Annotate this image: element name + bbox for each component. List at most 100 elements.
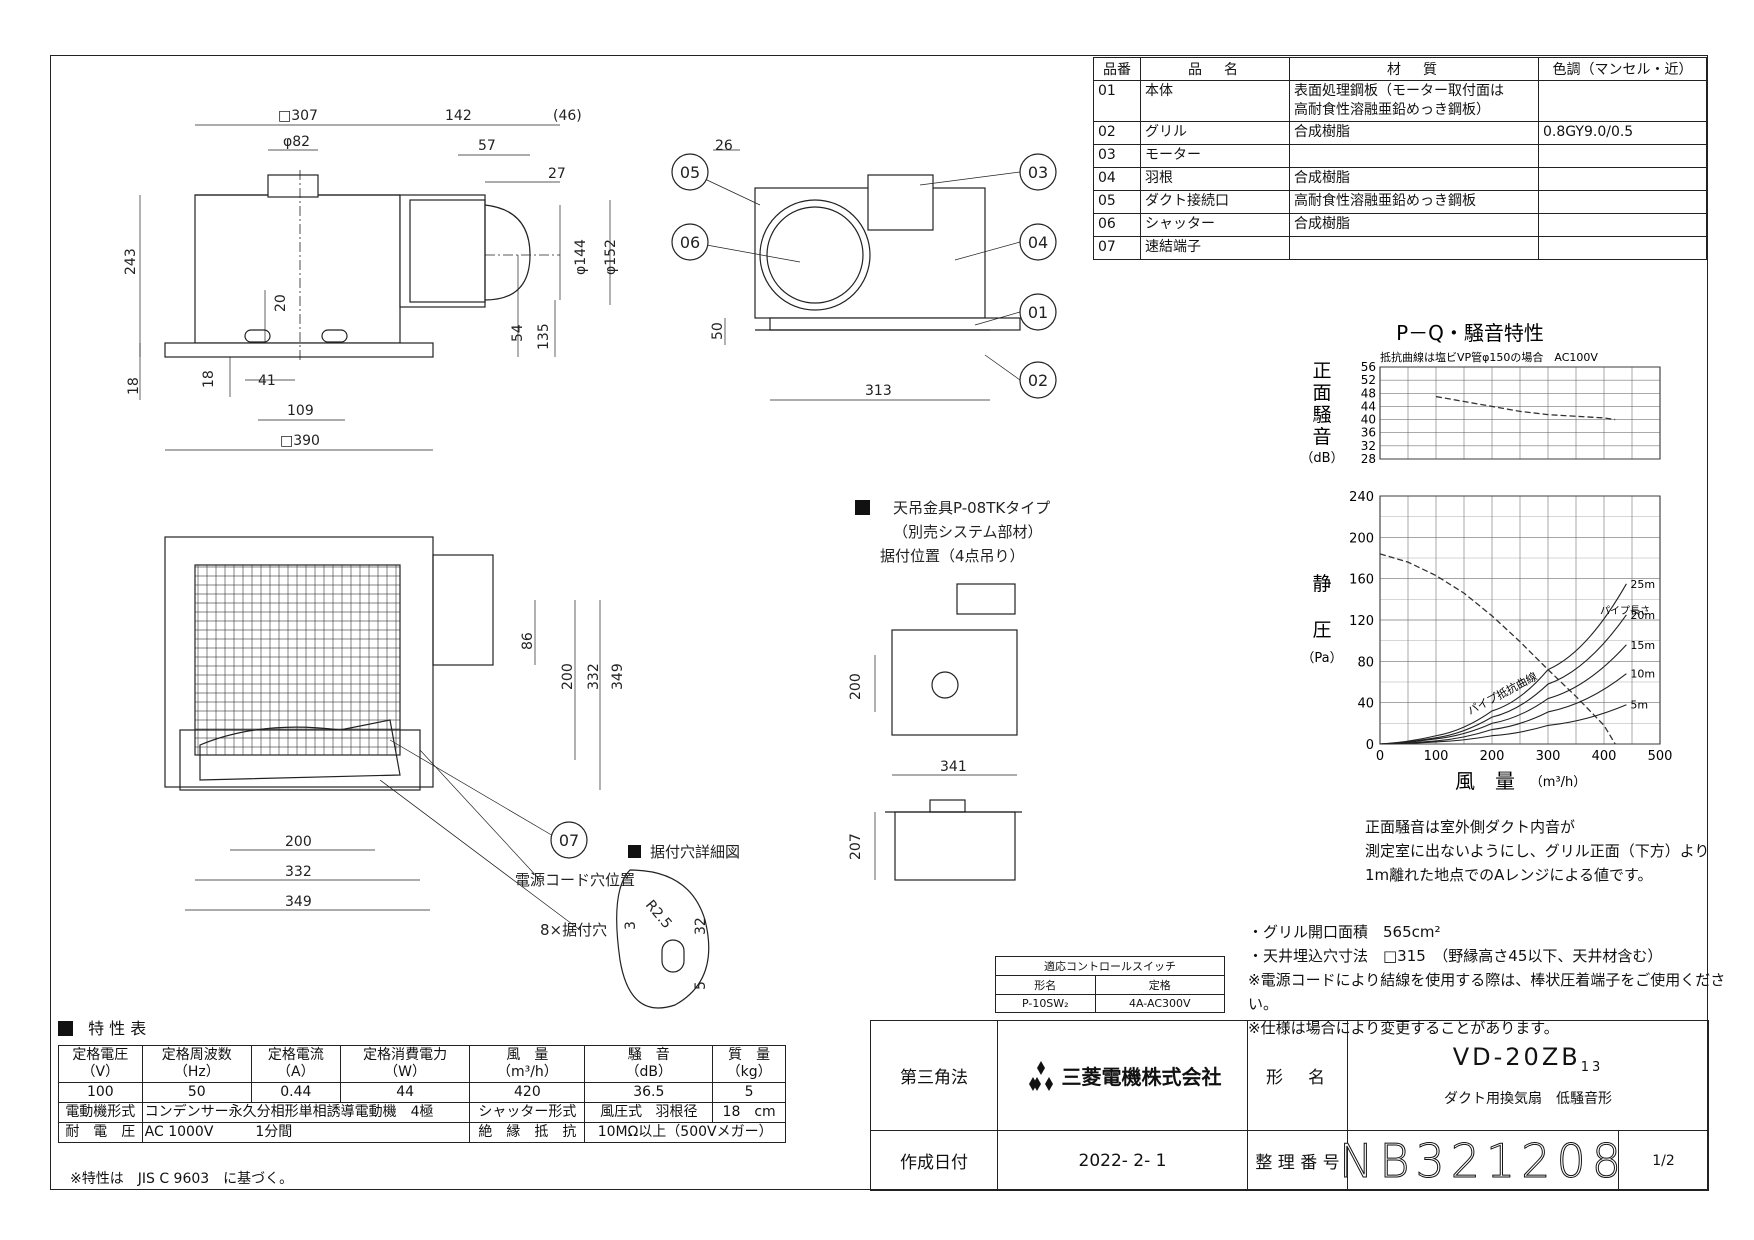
parts-name: シャッター [1140,213,1290,237]
spec-header-row: 定格電圧 （V）定格周波数 （Hz）定格電流 （A）定格消費電力 （W）風 量 … [58,1045,786,1083]
dim-332v: 332 [586,663,602,690]
pq-title: P－Q・騒音特性 [1396,321,1544,345]
model-number: VD-20ZB13 [1453,1043,1604,1075]
detail-r25: R2.5 [642,897,675,932]
static-pressure-curve [1379,553,1616,745]
date-value: 2022- 2- 1 [998,1131,1248,1191]
spec-table: 定格電圧 （V）定格周波数 （Hz）定格電流 （A）定格消費電力 （W）風 量 … [58,1045,786,1143]
parts-name: モーター [1140,144,1290,168]
x-tick: 200 [1480,749,1505,764]
spec-title: 特 性 表 [58,1015,146,1039]
drawing-frame [50,55,1708,1190]
dim-18b: 18 [201,370,217,388]
spec-value: 100 [58,1082,143,1103]
pipe-title: パイプ長さ [1600,605,1650,617]
spec-title-text: 特 性 表 [88,1019,147,1038]
title-block: 第三角法 三菱電機株式会社 形 名 VD-20ZB13 ダクト用換気扇 低騒音形… [870,1020,1709,1191]
spec-header: 風 量 （m³/h） [469,1045,586,1083]
detail-view [616,869,710,1009]
ref-label: 整 理 番 号 [1248,1131,1348,1191]
dim-18a: 18 [126,377,142,395]
spec-value: 36.5 [584,1082,714,1103]
model-number-sub: 13 [1580,1059,1604,1075]
noise-curve [1435,395,1616,421]
parts-material [1289,144,1539,168]
note-line: ・グリル開口面積 565cm² [1248,923,1441,941]
model-number-text: VD-20ZB [1452,1042,1581,1071]
pq-subtitle: 抵抗曲線は塩ビVP管φ150の場合 AC100V [1380,350,1598,364]
dim-200: 200 [285,834,312,850]
parts-no: 02 [1093,121,1141,145]
x-tick: 400 [1592,749,1617,764]
spec-header: 定格周波数 （Hz） [141,1045,252,1083]
detail-square-icon [628,845,641,858]
pipe-length-label: 25m [1630,578,1655,591]
general-notes: ・グリル開口面積 565cm² ・天井埋込穴寸法 □315 （野縁高さ45以下、… [1248,920,1754,1040]
hanger-dim-341: 341 [940,759,967,775]
dim-54: 54 [510,324,526,342]
company-name: 三菱電機株式会社 [1061,1065,1222,1089]
spec-value: 44 [339,1082,471,1103]
sp-tick: 0 [1366,738,1374,753]
dim-d144: φ144 [573,239,589,275]
resistance-curve-25m [1379,583,1627,745]
model-cell: VD-20ZB13 ダクト用換気扇 低騒音形 [1348,1021,1709,1131]
parts-material: 合成樹脂 [1289,121,1539,145]
hanger-title: 天吊金具P-08TKタイプ [893,499,1050,517]
callout-01: 01 [1028,303,1048,322]
dim-109: 109 [287,403,314,419]
spec-header: 定格電流 （A） [250,1045,341,1083]
spec-square-icon [58,1021,73,1036]
sp-tick: 200 [1349,531,1374,546]
noise-tick: 28 [1361,452,1376,466]
pipe-length-label: 20m [1630,609,1655,622]
spec-header: 定格消費電力 （W） [339,1045,471,1083]
parts-no: 03 [1093,144,1141,168]
hanger-square-icon [855,500,870,515]
spec-shutter-label: シャッター形式 [469,1102,586,1123]
sp-tick: 240 [1349,490,1374,505]
dim-d82: φ82 [283,134,310,150]
hanger-view [885,583,1022,881]
spec-header: 定格電圧 （V） [58,1045,143,1083]
spec-blade-label: 羽根径 [655,1104,698,1120]
bottom-view [164,536,494,791]
spec-header: 騒 音 （dB） [584,1045,714,1083]
resistance-curve-10m [1379,673,1627,745]
spec-footnote: ※特性は JIS C 9603 に基づく。 [70,1171,294,1187]
noise-note-line: 1m離れた地点でのAレンジによる値です。 [1365,866,1653,884]
noise-tick: 36 [1361,426,1376,440]
sp-tick: 160 [1349,573,1374,588]
callout-06: 06 [680,233,700,252]
sp-tick: 120 [1349,614,1374,629]
resistance-curve-20m [1379,614,1627,745]
callout-02: 02 [1028,371,1048,390]
spec-row4: 耐 電 圧 AC 1000V 1分間 絶 縁 抵 抗 10MΩ以上（500Vメガ… [58,1122,786,1143]
control-switch-model: P-10SW₂ [995,994,1096,1013]
detail-32: 32 [693,917,709,935]
pipe-length-label: 10m [1630,668,1655,681]
dim-50: 50 [710,322,726,340]
sp-tick: 40 [1357,697,1374,712]
dim-200v: 200 [560,663,576,690]
spec-value: 0.44 [250,1082,341,1103]
spec-shutter-type: 風圧式 [600,1104,643,1120]
page-number: 1/2 [1619,1131,1709,1191]
dim-26: 26 [715,138,733,154]
noise-axis-label: 騒 [1312,404,1331,426]
pipe-length-label: 5m [1630,699,1648,712]
callout-03: 03 [1028,163,1048,182]
spec-motor-value: コンデンサー永久分相形単相誘導電動機 4極 [141,1102,471,1123]
note-line: ※電源コードにより結線を使用する際は、棒状圧着端子をご使用ください。 [1248,971,1726,1013]
note-line: ・天井埋込穴寸法 □315 （野縁高さ45以下、天井材含む） [1248,947,1663,965]
control-switch-col1: 形名 [995,975,1096,995]
date-label: 作成日付 [871,1131,998,1191]
parts-material [1289,236,1539,260]
parts-header-name: 品 名 [1140,57,1290,81]
